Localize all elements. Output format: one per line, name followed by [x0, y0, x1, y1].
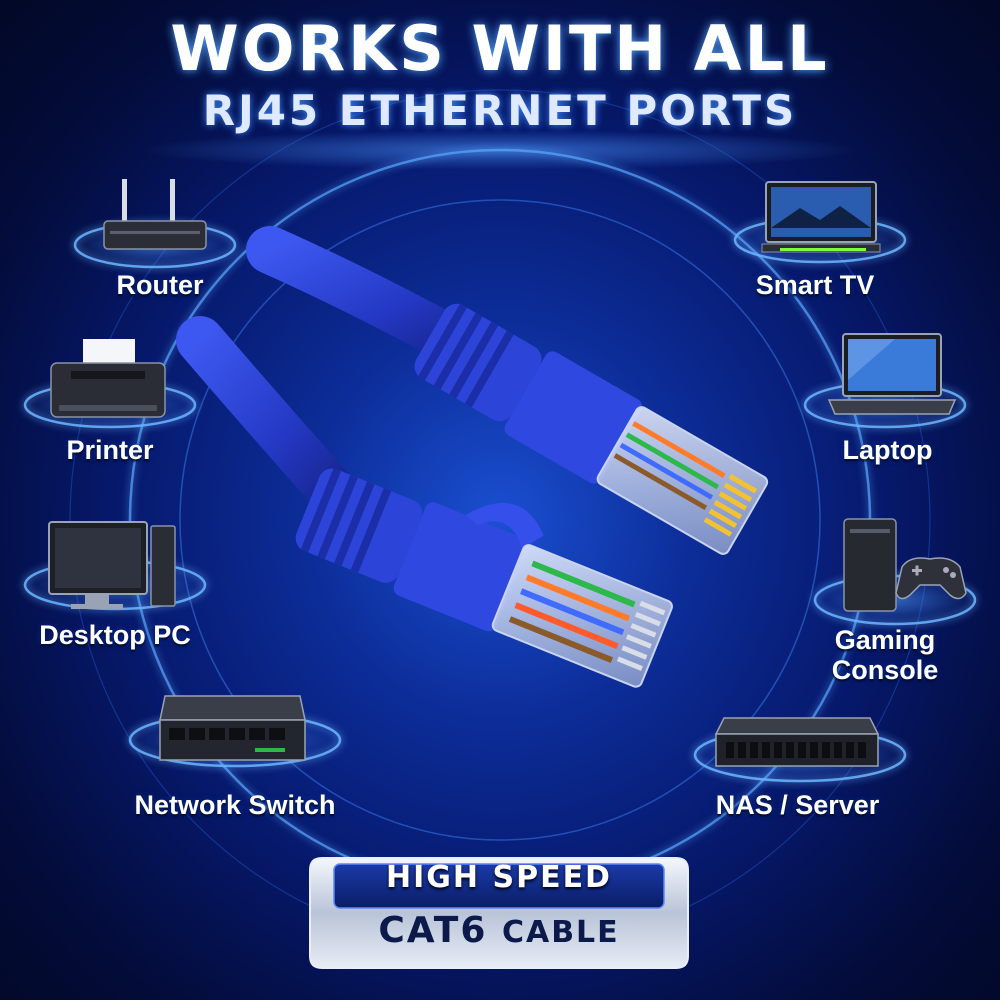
badge-cat6: CAT6: [378, 910, 488, 951]
badge-high-speed: HIGH SPEED: [386, 860, 612, 895]
device-label-network-switch: Network Switch: [134, 790, 336, 820]
desktop-pc-icon: [48, 521, 176, 609]
device-label-smart-tv: Smart TV: [755, 270, 875, 300]
badge-cat6-cable: CAT6 CABLE: [304, 910, 694, 951]
smart-tv-icon: [761, 181, 881, 253]
network-switch-icon: [159, 695, 306, 761]
device-label-gaming: Gaming: [834, 625, 936, 655]
device-label-desktop-pc: Desktop PC: [39, 620, 191, 650]
nas-server-icon: [714, 717, 880, 767]
headline-line1: WORKS WITH ALL: [170, 12, 830, 85]
device-label-nas-server: NAS / Server: [715, 790, 880, 820]
gaming-console-icon: [843, 518, 967, 612]
device-label-router: Router: [116, 270, 204, 300]
device-label-console: Console: [831, 655, 939, 685]
device-label-laptop: Laptop: [842, 435, 933, 465]
printer-icon: [50, 339, 166, 418]
badge-cable: CABLE: [501, 915, 620, 950]
cat6-badge: [309, 857, 689, 969]
device-label-gaming-console: Gaming Console: [815, 625, 955, 685]
headline-line2: RJ45 ETHERNET PORTS: [202, 86, 798, 135]
device-label-printer: Printer: [66, 435, 154, 465]
laptop-icon: [827, 333, 957, 415]
router-icon: [103, 179, 207, 250]
